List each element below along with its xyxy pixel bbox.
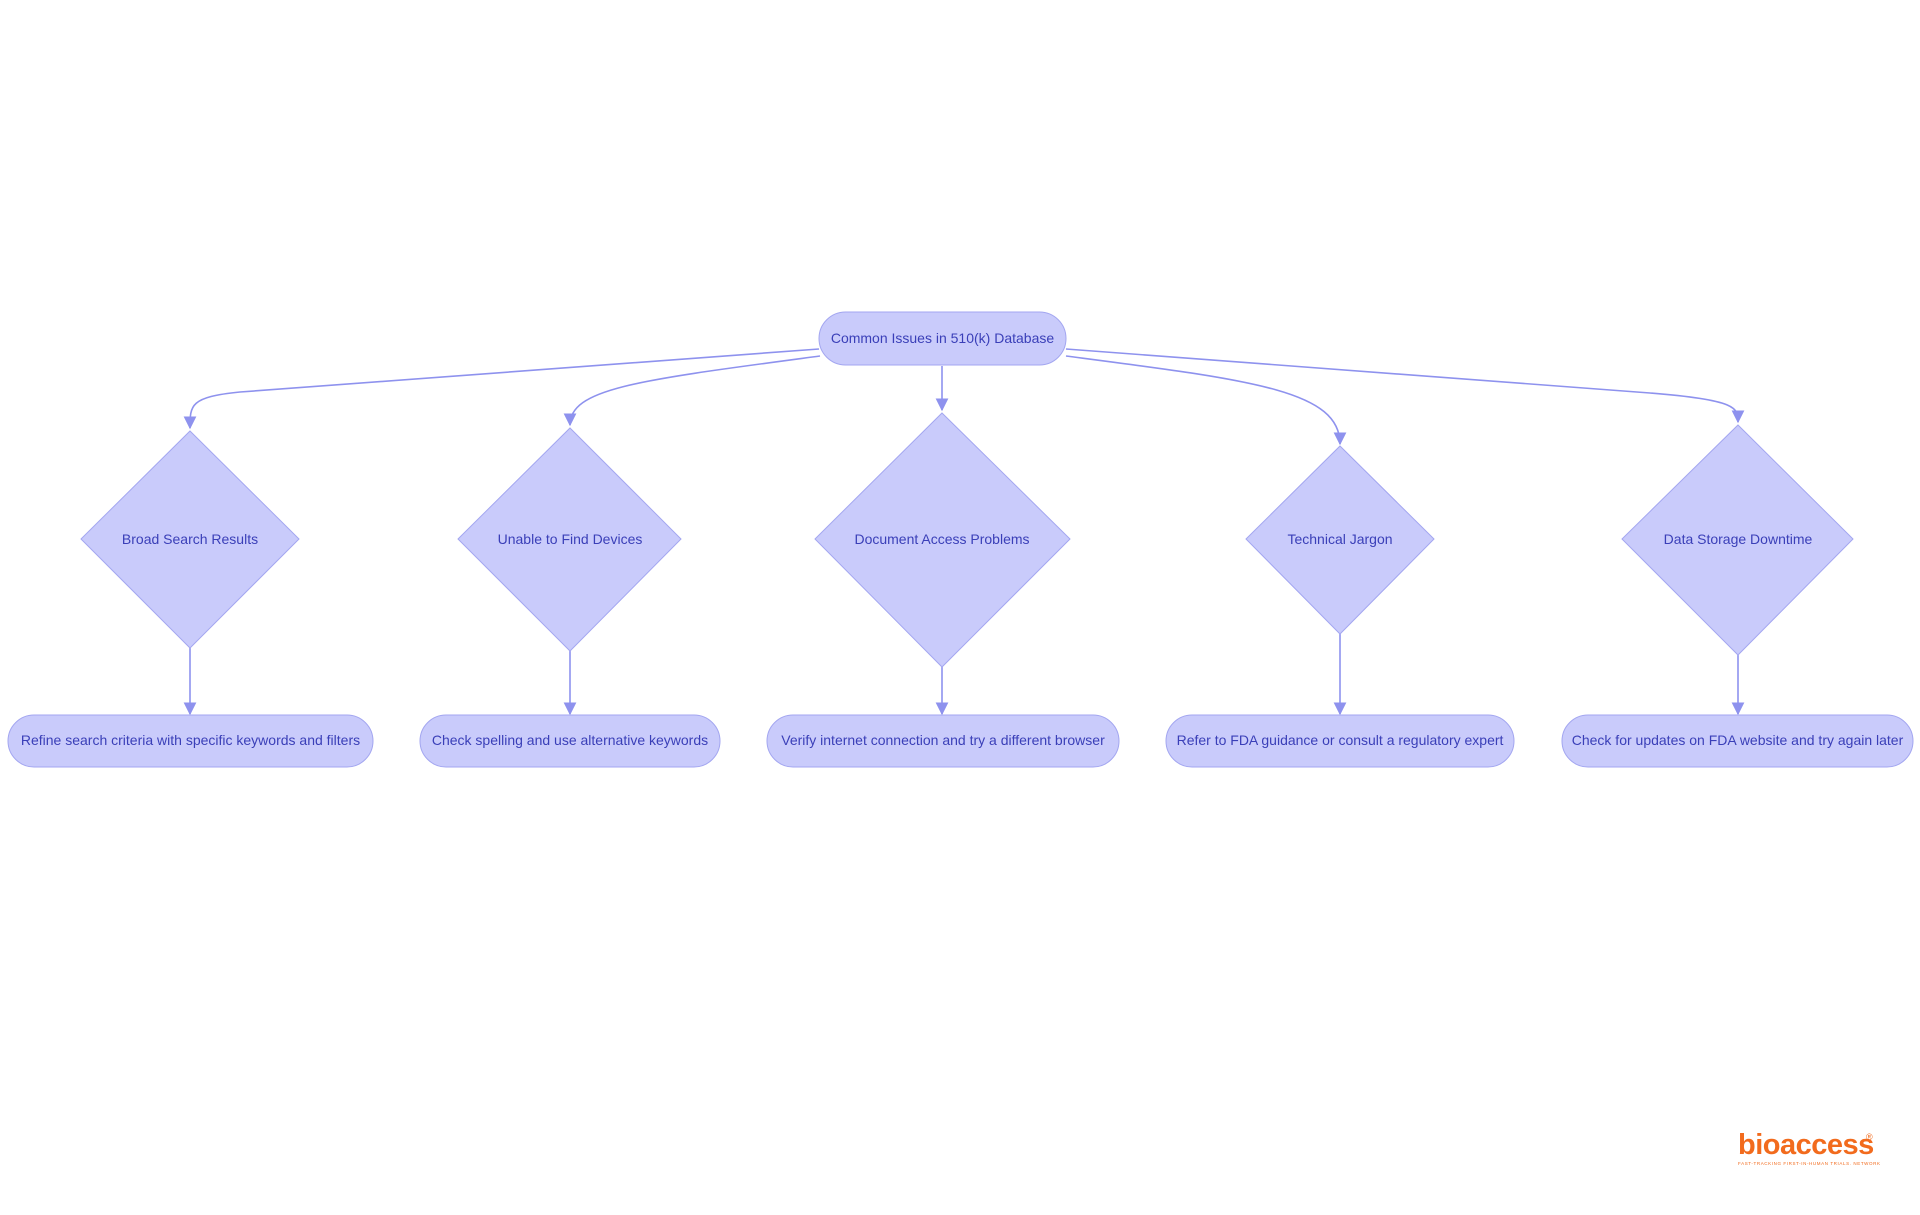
issue-label-5: Data Storage Downtime bbox=[1664, 531, 1813, 547]
logo-tagline: FAST-TRACKING FIRST-IN-HUMAN TRIALS. NET… bbox=[1738, 1161, 1881, 1166]
root-node: Common Issues in 510(k) Database bbox=[818, 311, 1067, 366]
solution-node-3: Verify internet connection and try a dif… bbox=[766, 714, 1120, 768]
issue-label-3: Document Access Problems bbox=[854, 531, 1029, 547]
solution-node-1: Refine search criteria with specific key… bbox=[7, 714, 374, 768]
issue-label-1: Broad Search Results bbox=[122, 531, 258, 547]
solution-label-4: Refer to FDA guidance or consult a regul… bbox=[1177, 732, 1504, 748]
issue-node-4: Technical Jargon bbox=[1245, 445, 1435, 635]
logo-wordmark: bioaccess bbox=[1738, 1129, 1874, 1161]
solution-node-5: Check for updates on FDA website and try… bbox=[1561, 714, 1914, 768]
solution-label-5: Check for updates on FDA website and try… bbox=[1572, 732, 1904, 748]
edge-root-to-issue-1 bbox=[183, 348, 820, 430]
solution-label-2: Check spelling and use alternative keywo… bbox=[432, 732, 708, 748]
bioaccess-logo: bioaccess ® FAST-TRACKING FIRST-IN-HUMAN… bbox=[1738, 1129, 1881, 1170]
edge-root-to-issue-2 bbox=[563, 355, 821, 427]
root-label: Common Issues in 510(k) Database bbox=[831, 330, 1055, 346]
issue-node-1: Broad Search Results bbox=[80, 430, 300, 649]
logo-registered-mark: ® bbox=[1866, 1132, 1873, 1142]
solution-node-4: Refer to FDA guidance or consult a regul… bbox=[1165, 714, 1515, 768]
issue-node-3: Document Access Problems bbox=[814, 412, 1071, 668]
solution-node-2: Check spelling and use alternative keywo… bbox=[419, 714, 721, 768]
issue-node-5: Data Storage Downtime bbox=[1621, 424, 1854, 656]
edge-root-to-issue-5 bbox=[1065, 348, 1745, 424]
solution-label-3: Verify internet connection and try a dif… bbox=[781, 732, 1105, 748]
solution-label-1: Refine search criteria with specific key… bbox=[21, 732, 360, 748]
edge-root-to-issue-4 bbox=[1065, 355, 1347, 446]
issue-label-2: Unable to Find Devices bbox=[498, 531, 643, 547]
issue-label-4: Technical Jargon bbox=[1287, 531, 1392, 547]
issue-node-2: Unable to Find Devices bbox=[457, 427, 682, 652]
